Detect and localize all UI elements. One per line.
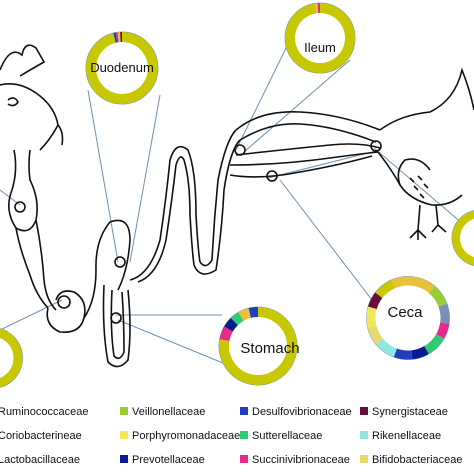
- connector-lines: [0, 39, 471, 371]
- connector-duodenum: [87, 89, 119, 263]
- legend-item: Prevotellaceae: [120, 454, 205, 466]
- connector-proventriculus: [0, 299, 63, 331]
- legend-item: Succinivibrionaceae: [240, 454, 350, 466]
- legend-item: Desulfovibrionaceae: [240, 406, 352, 418]
- cloaca-marker: [370, 140, 382, 152]
- legend-item: Coriobacterineae: [0, 430, 82, 442]
- legend-item: Veillonellaceae: [120, 406, 205, 418]
- legend-item: Lactobacillaceae: [0, 454, 80, 466]
- ring-segment: [230, 312, 244, 326]
- ring-segment: [375, 280, 396, 299]
- ceca-label: Ceca: [387, 304, 423, 321]
- legend-label: Veillonellaceae: [132, 406, 206, 418]
- connector-stomach: [117, 319, 241, 371]
- gizzard-outline: [46, 219, 131, 334]
- legend-label: Porphyromonadaceae: [132, 430, 241, 442]
- ring-segment: [368, 292, 383, 310]
- ring-segment: [393, 348, 413, 360]
- ring-segment: [436, 322, 450, 339]
- legend: Ruminococcaceae Veillonellaceae Desulfovib…: [0, 402, 474, 474]
- legend-item: Rikenellaceae: [360, 430, 441, 442]
- gizzard-marker: [110, 312, 122, 324]
- legend-item: Sutterellaceae: [240, 430, 322, 442]
- ring-segment: [238, 308, 252, 321]
- legend-label: Ruminococcaceae: [0, 406, 89, 418]
- legend-label: Rikenellaceae: [372, 430, 442, 442]
- legend-swatch: [240, 455, 248, 463]
- legend-swatch: [240, 431, 248, 439]
- ring-segment: [285, 3, 355, 73]
- legend-item: Ruminococcaceae: [0, 406, 89, 418]
- ileum-ring: [284, 2, 356, 74]
- legend-label: Sutterellaceae: [252, 430, 323, 442]
- ceca-ring: [366, 276, 450, 360]
- ring-segment: [219, 326, 233, 342]
- crop-ring: [0, 328, 23, 388]
- connector-ileum: [243, 59, 351, 153]
- legend-swatch: [240, 407, 248, 415]
- ring-segment: [219, 307, 297, 385]
- legend-swatch: [120, 455, 128, 463]
- ring-segment: [248, 307, 259, 318]
- rooster-head-outline: [0, 44, 64, 151]
- ring-segment: [407, 276, 435, 294]
- duodenum-marker: [114, 256, 126, 268]
- ring-segment: [367, 325, 384, 345]
- legend-swatch: [360, 407, 368, 415]
- ring-segment: [376, 338, 398, 357]
- legend-label: Lactobacillaceae: [0, 454, 80, 466]
- legend-swatch: [120, 407, 128, 415]
- proventriculus-marker: [57, 295, 71, 309]
- stomach-label: Stomach: [240, 340, 300, 357]
- ring-segment: [424, 334, 444, 354]
- ring-segment: [411, 346, 429, 360]
- cloaca-ring: [451, 210, 474, 266]
- legend-label: Coriobacterineae: [0, 430, 82, 442]
- legend-label: Succinivibrionaceae: [252, 454, 350, 466]
- ring-segment: [428, 286, 447, 308]
- legend-label: Synergistaceae: [372, 406, 448, 418]
- ileum-marker: [234, 144, 246, 156]
- connector-ceca: [279, 179, 373, 301]
- legend-item: Synergistaceae: [360, 406, 448, 418]
- legend-swatch: [360, 431, 368, 439]
- legend-item: Bifidobacteriaceae: [360, 454, 463, 466]
- ileum-label: Ileum: [304, 40, 336, 55]
- connector-cloaca: [373, 147, 471, 231]
- esophagus-crop-outline: [8, 149, 57, 311]
- duodenum-label: Duodenum: [90, 60, 154, 75]
- connector-ileum: [235, 39, 291, 151]
- legend-item: Porphyromonadaceae: [120, 430, 240, 442]
- legend-label: Bifidobacteriaceae: [372, 454, 463, 466]
- ring-segment: [438, 303, 450, 324]
- ring-segment: [86, 32, 158, 104]
- crop-marker: [14, 201, 26, 213]
- ceca-outline: [229, 140, 382, 182]
- ceca-marker: [266, 170, 278, 182]
- legend-swatch: [120, 431, 128, 439]
- ring-segment: [224, 317, 238, 332]
- ring-segment: [366, 306, 377, 329]
- duodenum-ring: [85, 31, 159, 105]
- intestine-outline: [102, 111, 381, 368]
- legend-label: Desulfovibrionaceae: [252, 406, 352, 418]
- ring-segment: [391, 276, 409, 289]
- connector-duodenum: [129, 94, 161, 263]
- ring-segment: [0, 328, 23, 388]
- legend-swatch: [360, 455, 368, 463]
- stomach-ring: [218, 306, 298, 386]
- rooster-body-outline: [377, 67, 474, 240]
- legend-label: Prevotellaceae: [132, 454, 205, 466]
